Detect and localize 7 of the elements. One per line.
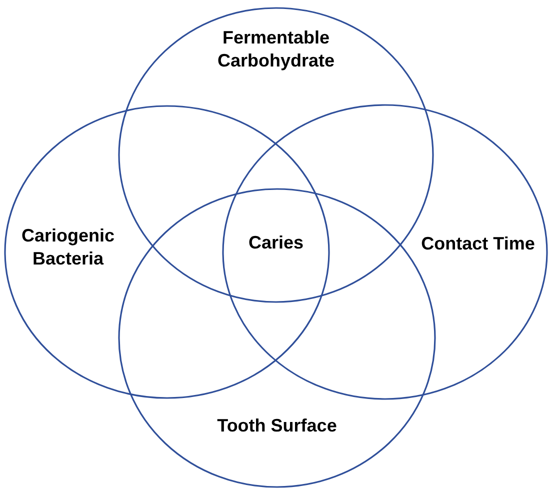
center-label: Caries: [248, 232, 304, 254]
circle-label: Cariogenic Bacteria: [20, 224, 116, 271]
circle-label: Tooth Surface: [216, 414, 338, 438]
venn-circle: [222, 104, 548, 400]
venn-circle: [4, 105, 330, 399]
circle-label: Contact Time: [420, 232, 536, 256]
circle-label: Fermentable Carbohydrate: [216, 26, 336, 73]
